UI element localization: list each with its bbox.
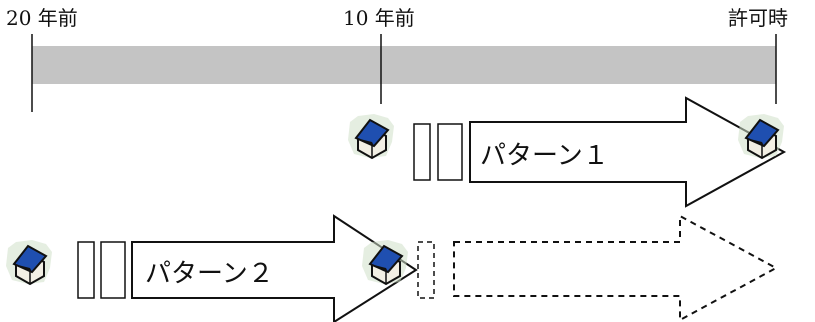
pattern1-arrow [469, 96, 787, 208]
label-10-years-ago: 10 年前 [343, 6, 415, 30]
house-icon [361, 239, 409, 285]
house-icon [737, 113, 785, 159]
gap-box [437, 123, 463, 181]
gap-box [100, 241, 126, 299]
label-20-years-ago: 20 年前 [6, 6, 78, 30]
gap-box [77, 241, 95, 299]
house-icon [347, 113, 395, 159]
pattern2-dashed-arrow [453, 214, 779, 322]
timeline-bar [32, 46, 776, 84]
gap-box [413, 123, 431, 181]
gap-box-dashed [417, 241, 435, 299]
pattern2-label: パターン２ [145, 259, 274, 289]
pattern1-label: パターン１ [480, 141, 609, 171]
pattern2-arrow [131, 214, 418, 322]
house-icon [5, 239, 53, 285]
label-permit-time: 許可時 [728, 6, 788, 30]
